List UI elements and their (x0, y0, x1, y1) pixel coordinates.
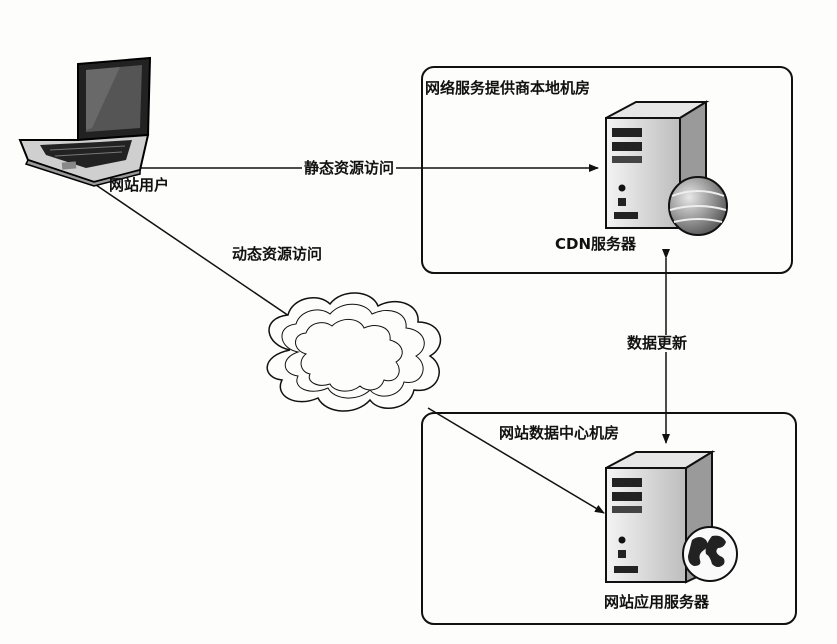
dynamic-access-label: 动态资源访问 (232, 245, 323, 263)
dynamic-access-edge-1 (95, 184, 293, 319)
data-update-label: 数据更新 (625, 334, 690, 352)
laptop-icon (18, 56, 152, 187)
app-server-label: 网站应用服务器 (604, 593, 710, 611)
dc-room-box (421, 412, 797, 625)
cdn-server-label: CDN服务器 (555, 235, 637, 253)
static-access-label: 静态资源访问 (302, 159, 397, 177)
cloud-icon (266, 292, 442, 412)
dynamic-access-edge-2 (427, 407, 605, 514)
globe-icon (668, 176, 728, 236)
cdn-room-box (421, 66, 793, 274)
web-globe-icon (682, 526, 738, 582)
cdn-room-label: 网络服务提供商本地机房 (425, 79, 591, 97)
dc-room-label: 网站数据中心机房 (499, 424, 620, 442)
user-label: 网站用户 (109, 176, 170, 194)
